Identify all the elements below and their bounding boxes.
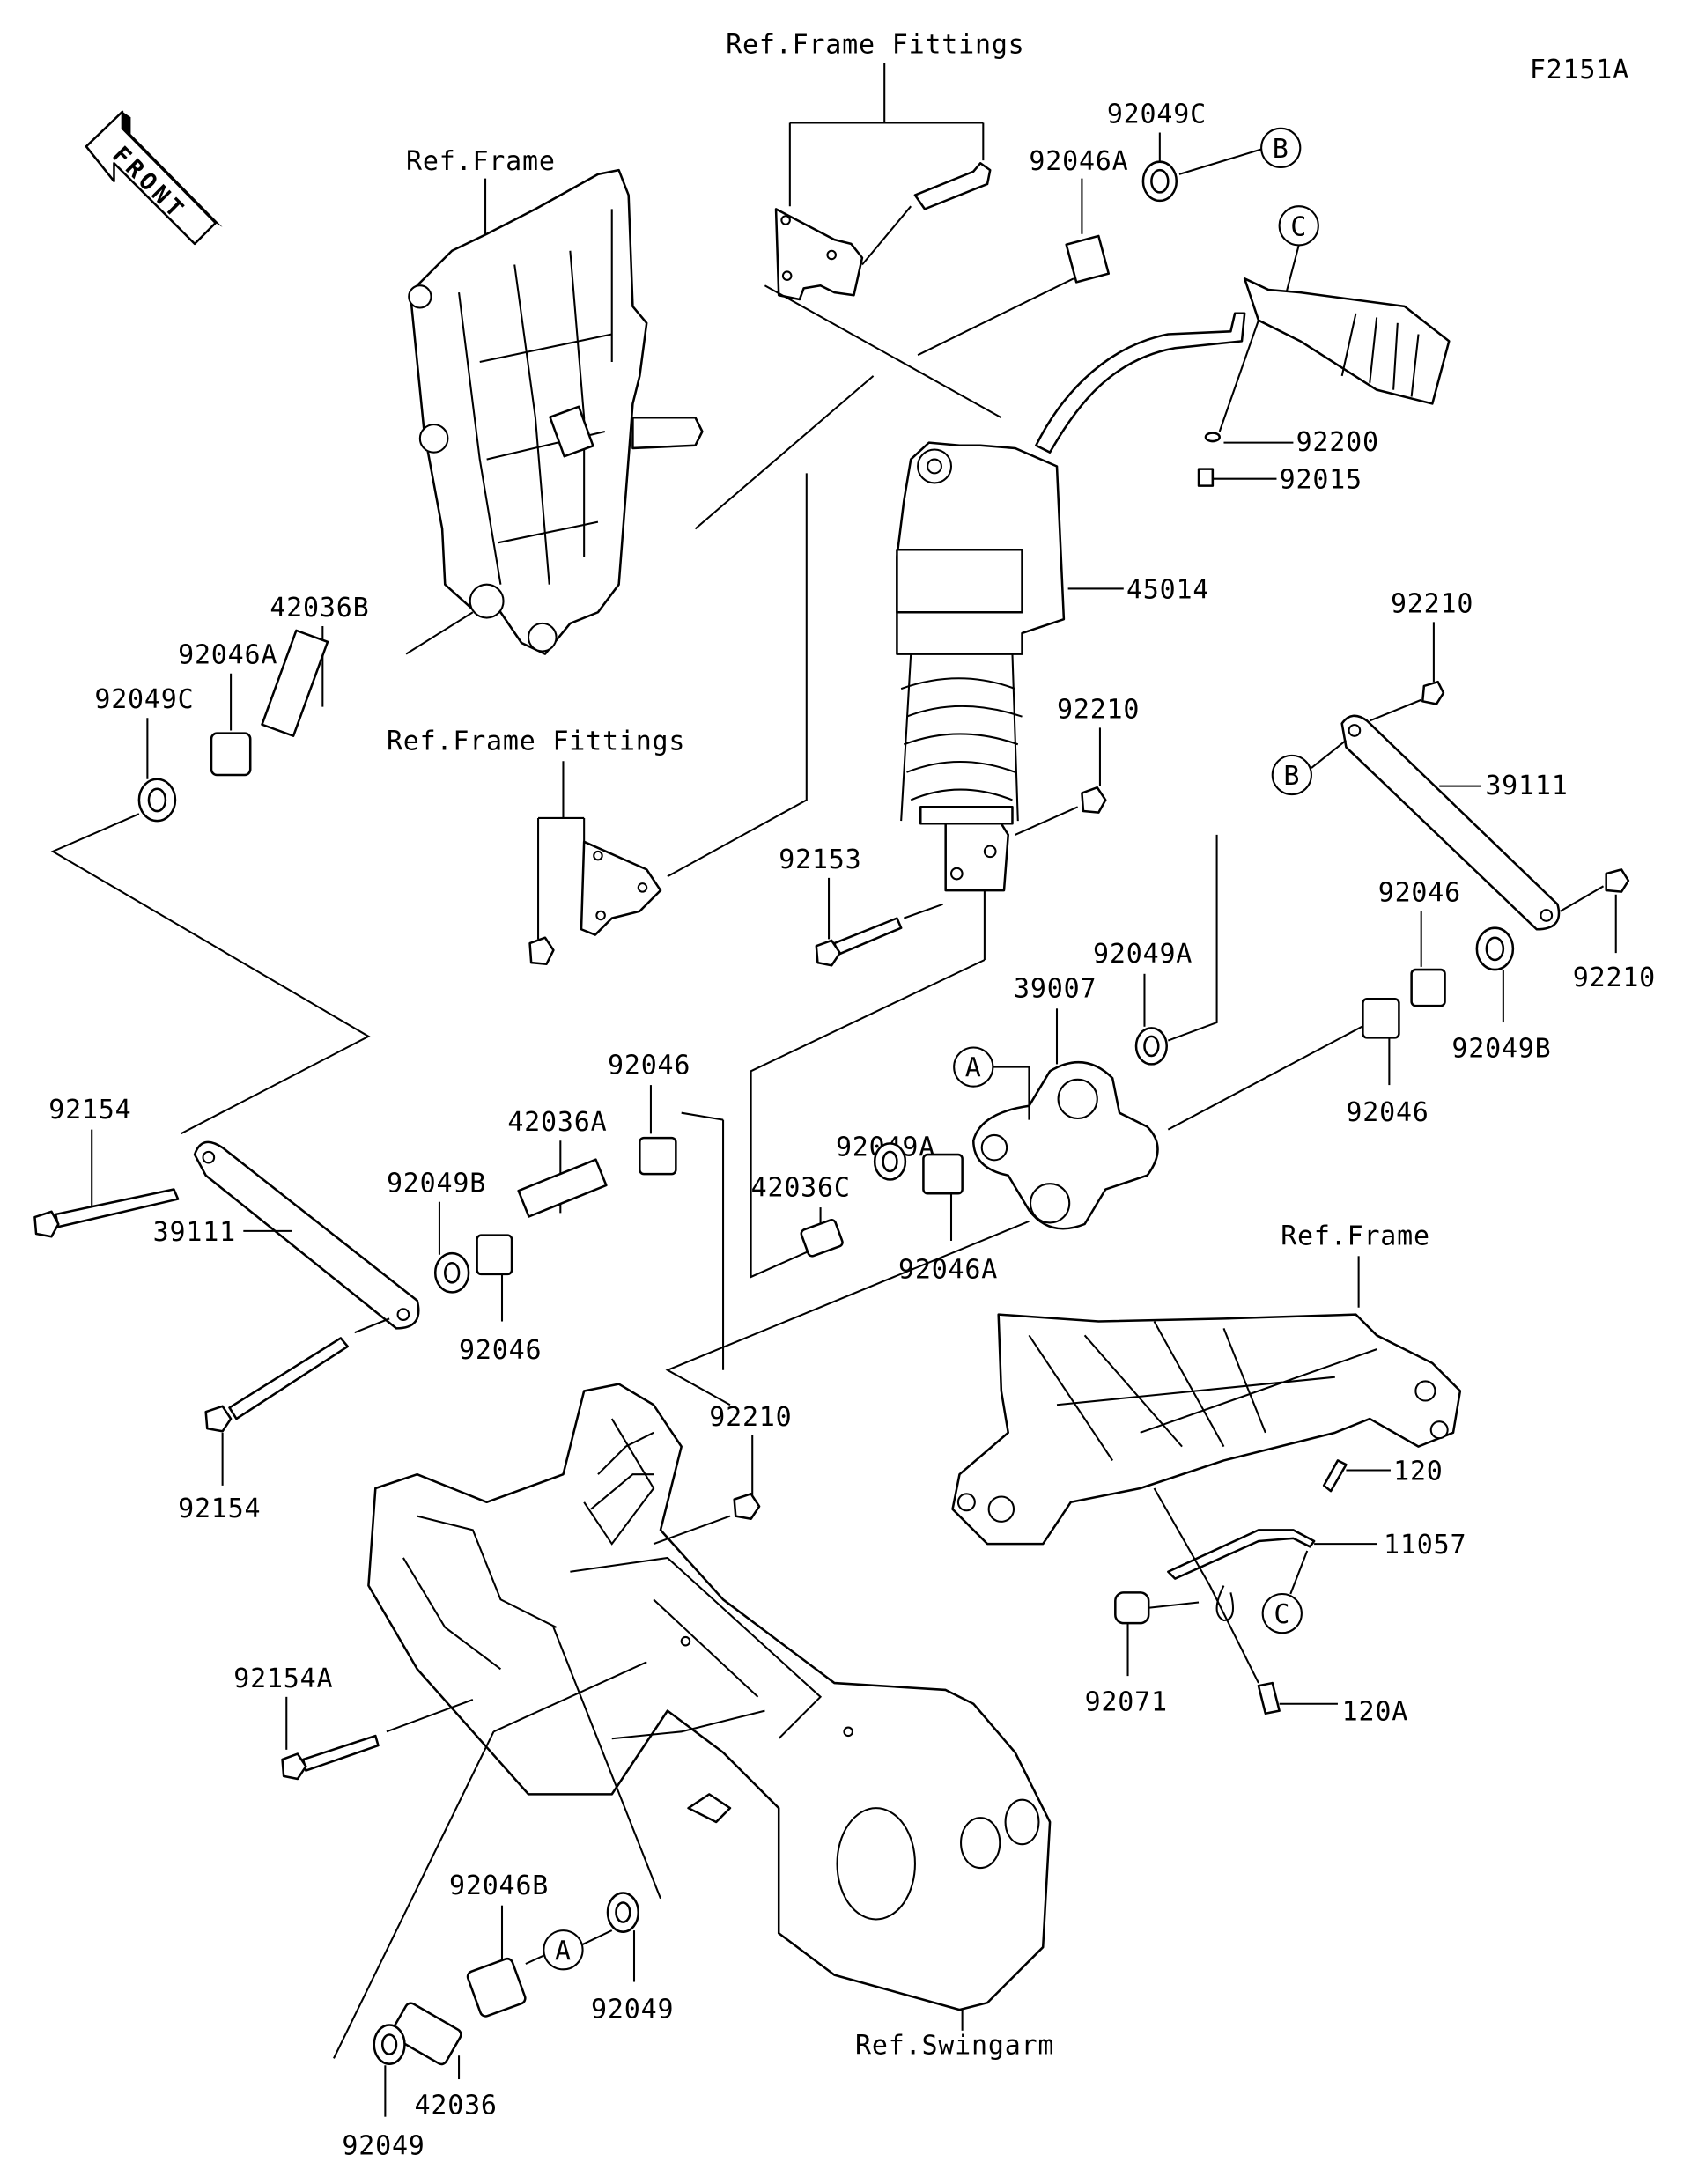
needle-bearing-92046a-left [210, 732, 252, 777]
part-label: 42036A [507, 1107, 607, 1138]
needle-bearing-92046 [1410, 968, 1446, 1007]
nut-92210-icon [1081, 786, 1107, 814]
collar-42036a [517, 1158, 608, 1218]
figure-code: F2151A [1530, 55, 1629, 85]
part-label: 92046 [459, 1335, 542, 1366]
oil-seal-92049c-top [1141, 160, 1178, 203]
part-label: 39111 [153, 1217, 236, 1248]
callout-c-letter: C [1274, 1599, 1290, 1630]
oil-seal-92049-right [606, 1892, 639, 1933]
clamp-92200-icon [1204, 432, 1221, 443]
shock-reservoir [1035, 277, 1451, 454]
callout-b-letter: B [1273, 134, 1289, 165]
upper-frame-casting [408, 168, 704, 655]
part-label: 92049B [387, 1169, 486, 1199]
part-label: 92154 [178, 1494, 261, 1524]
part-label: 120A [1342, 1697, 1408, 1728]
frame-fitting-bracket-top [774, 162, 992, 301]
part-label: 92210 [1391, 588, 1473, 619]
bolt-92153 [815, 917, 903, 967]
oil-seal-92049-left [373, 2024, 406, 2065]
nut-92015-icon [1197, 468, 1215, 487]
ref-frame-fittings-mid: Ref.Frame Fittings [387, 727, 685, 757]
grommet-92071 [1114, 1591, 1150, 1625]
part-label: 92153 [779, 845, 861, 875]
part-label: 92046 [1378, 878, 1461, 909]
tie-rod-39111-left [193, 1140, 420, 1330]
part-label: 92071 [1085, 1687, 1168, 1718]
lower-frame-casting [951, 1313, 1462, 1546]
part-label: 39111 [1485, 771, 1568, 801]
needle-bearing-92046 [1362, 997, 1400, 1039]
part-label: 92046A [898, 1255, 998, 1286]
ref-frame-top: Ref.Frame [406, 146, 556, 177]
oil-seal-92049b-right [1475, 926, 1515, 971]
part-label: 92049C [94, 684, 194, 715]
front-arrow-icon: FRONT [85, 110, 223, 246]
bolt-92154-lower [204, 1337, 349, 1433]
ref-frame-lower: Ref.Frame [1281, 1221, 1430, 1252]
part-label: 92046A [1029, 146, 1128, 177]
frame-fitting-bracket-mid [528, 840, 662, 966]
needle-bearing-92046-left [476, 1234, 513, 1276]
rocker-arm-39007 [972, 1060, 1159, 1230]
bolt-92154-upper [33, 1188, 180, 1238]
part-label: 92210 [1573, 963, 1656, 993]
part-label: 92210 [709, 1402, 792, 1433]
callout-a [543, 1929, 584, 1971]
nut-92210-icon [1421, 680, 1445, 705]
part-label: 11057 [1384, 1530, 1466, 1561]
part-label: 92046A [178, 640, 277, 671]
oil-seal-92049c-left [137, 778, 177, 823]
needle-bearing-92046a-top [1065, 234, 1111, 284]
tie-rod-39111-right [1340, 714, 1561, 931]
callout-b [1271, 754, 1312, 796]
needle-bearing-92046a-mid [922, 1153, 964, 1195]
part-label: 92200 [1296, 427, 1379, 458]
bolt-120a [1257, 1681, 1281, 1715]
part-label: 120 [1393, 1457, 1444, 1487]
part-label: 92049A [1093, 939, 1193, 970]
part-label: 42036 [415, 2091, 498, 2121]
rear-shock-absorber-45014 [896, 441, 1066, 892]
callout-b-letter: B [1283, 761, 1300, 792]
collar-42036b [261, 629, 329, 737]
oil-seal-92049b-left [433, 1251, 470, 1294]
bolt-120 [1322, 1459, 1348, 1493]
nut-92210-icon [733, 1493, 761, 1521]
part-label: 92049 [591, 1995, 674, 2025]
needle-bearing-92046-mid [639, 1136, 677, 1176]
callout-c [1261, 1592, 1303, 1634]
callout-a-letter: A [555, 1936, 572, 1966]
part-label: 92015 [1280, 465, 1362, 496]
oil-seal-92049a-right [1134, 1027, 1168, 1066]
needle-bearing-92046b [466, 1957, 527, 2018]
collar-42036c [800, 1219, 844, 1258]
part-label: 39007 [1014, 974, 1097, 1005]
part-label: 92154A [233, 1664, 333, 1694]
oil-seal-92049a-mid [873, 1142, 907, 1181]
collar-42036 [390, 2002, 462, 2066]
bracket-11057 [1167, 1529, 1316, 1622]
callout-a-letter: A [965, 1053, 982, 1084]
part-label: 92046 [1346, 1097, 1429, 1128]
part-label: 92046 [608, 1050, 690, 1081]
nut-92210-icon [1605, 868, 1630, 893]
ref-swingarm: Ref.Swingarm [855, 2031, 1054, 2062]
part-label: 92049C [1107, 99, 1207, 129]
part-label: 92049 [342, 2130, 425, 2161]
part-label: 92049B [1451, 1034, 1551, 1065]
part-label: 42036B [270, 593, 369, 623]
part-label: 92154 [48, 1095, 131, 1125]
swingarm [367, 1383, 1052, 2011]
part-label: 92046B [449, 1870, 549, 1901]
part-label: 45014 [1126, 574, 1209, 605]
part-label: 92210 [1057, 694, 1140, 725]
callout-b [1260, 127, 1302, 169]
part-label: 42036C [751, 1172, 851, 1203]
ref-frame-fittings-top: Ref.Frame Fittings [726, 30, 1024, 61]
bolt-92154a [281, 1734, 380, 1781]
callout-c-letter: C [1290, 211, 1307, 242]
